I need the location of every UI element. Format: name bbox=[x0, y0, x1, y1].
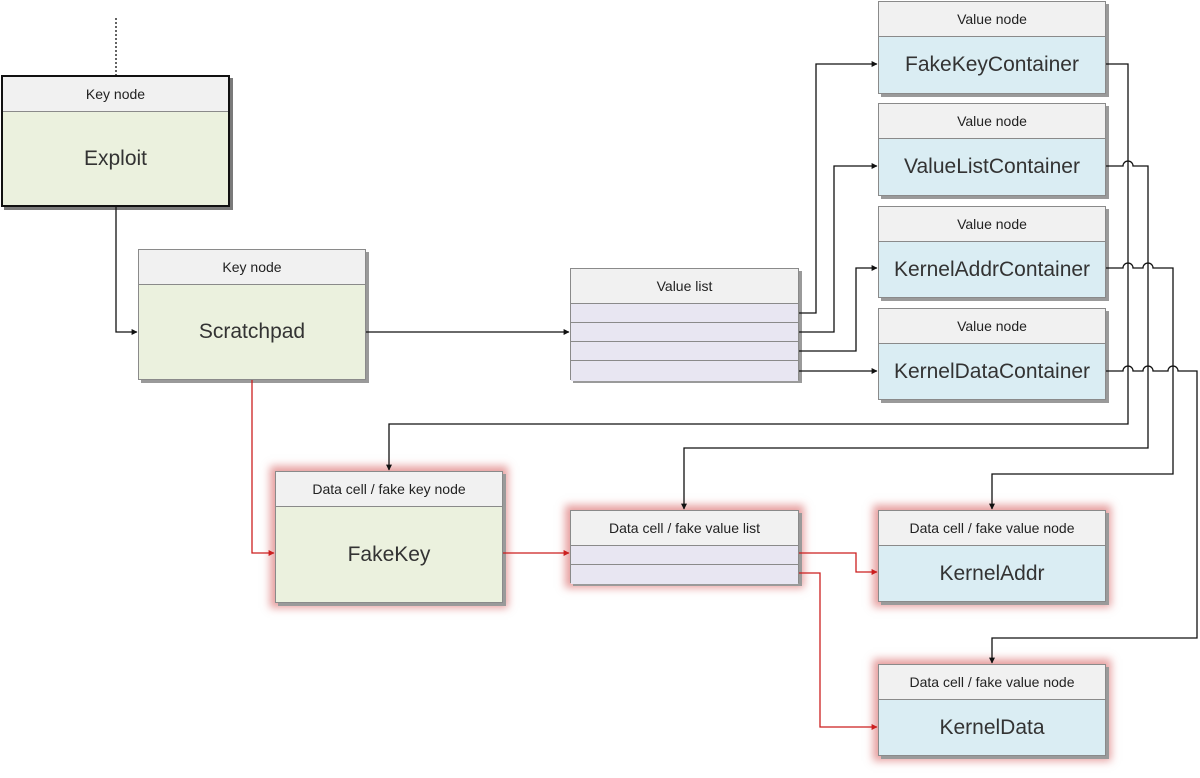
connector-row2-to-value-list-container bbox=[799, 163, 878, 333]
connector-row3-to-kernel-addr-container bbox=[799, 265, 878, 352]
fake-value-list-rows bbox=[571, 546, 798, 584]
node-header: Data cell / fake value node bbox=[879, 665, 1105, 700]
value-list-row bbox=[571, 361, 798, 381]
node-label: KernelData bbox=[879, 700, 1105, 755]
node-label: Scratchpad bbox=[139, 285, 365, 379]
node-header: Value node bbox=[879, 104, 1105, 139]
node-label: KernelDataContainer bbox=[879, 344, 1105, 399]
connector-scratchpad-to-fake-key bbox=[251, 380, 275, 556]
node-header: Data cell / fake value list bbox=[571, 511, 798, 546]
value-list-row bbox=[571, 323, 798, 342]
value-list-row bbox=[571, 342, 798, 361]
fake-value-list-row bbox=[571, 546, 798, 565]
node-header: Value node bbox=[879, 2, 1105, 37]
value-node-kernel-data-container: Value node KernelDataContainer bbox=[878, 308, 1106, 400]
node-header: Key node bbox=[139, 250, 365, 285]
node-header: Data cell / fake value node bbox=[879, 511, 1105, 546]
node-header: Value node bbox=[879, 207, 1105, 242]
fake-value-list-row bbox=[571, 565, 798, 584]
node-label: KernelAddr bbox=[879, 546, 1105, 601]
value-node-fake-key-container: Value node FakeKeyContainer bbox=[878, 1, 1106, 94]
connector-exploit-to-scratchpad bbox=[115, 207, 138, 335]
node-label: FakeKey bbox=[276, 507, 502, 602]
key-node-exploit: Key node Exploit bbox=[1, 75, 230, 207]
connector-fake-list-row1-to-kernel-addr bbox=[799, 552, 878, 575]
data-cell-fake-key: Data cell / fake key node FakeKey bbox=[275, 471, 503, 603]
node-header: Value list bbox=[571, 269, 798, 304]
value-list-row bbox=[571, 304, 798, 323]
value-list: Value list bbox=[570, 268, 799, 381]
connector-row1-to-fake-key-container bbox=[799, 61, 878, 314]
node-label: KernelAddrContainer bbox=[879, 242, 1105, 297]
data-cell-kernel-data: Data cell / fake value node KernelData bbox=[878, 664, 1106, 756]
node-label: FakeKeyContainer bbox=[879, 37, 1105, 93]
node-header: Value node bbox=[879, 309, 1105, 344]
connector-fake-list-row2-to-kernel-data bbox=[799, 572, 878, 730]
value-node-kernel-addr-container: Value node KernelAddrContainer bbox=[878, 206, 1106, 298]
data-cell-kernel-addr: Data cell / fake value node KernelAddr bbox=[878, 510, 1106, 602]
node-label: ValueListContainer bbox=[879, 139, 1105, 195]
node-header: Data cell / fake key node bbox=[276, 472, 502, 507]
data-cell-fake-value-list: Data cell / fake value list bbox=[570, 510, 799, 584]
node-label: Exploit bbox=[3, 112, 228, 205]
value-list-rows bbox=[571, 304, 798, 381]
node-header: Key node bbox=[3, 77, 228, 112]
value-node-value-list-container: Value node ValueListContainer bbox=[878, 103, 1106, 196]
key-node-scratchpad: Key node Scratchpad bbox=[138, 249, 366, 380]
